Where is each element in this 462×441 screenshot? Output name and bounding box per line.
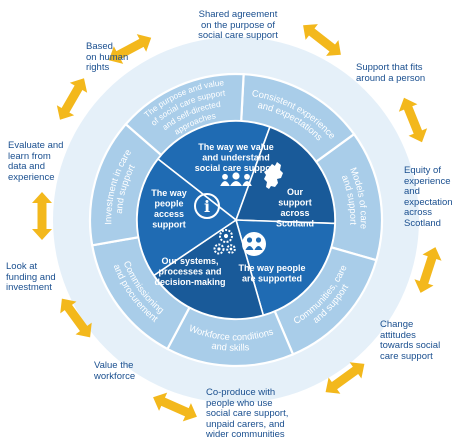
double-arrow-icon — [398, 97, 428, 143]
double-arrow-icon — [153, 392, 197, 422]
outer-label-value-workforce: Value the workforce — [94, 360, 136, 382]
svg-text:and skills: and skills — [211, 340, 250, 353]
outer-label-human-rights: Based on human rights — [86, 41, 129, 73]
people-circle-icon — [242, 232, 266, 256]
outer-label-equity: Equity of experience and expectation acr… — [404, 165, 453, 229]
double-arrow-icon — [325, 362, 365, 394]
info-icon: i — [194, 193, 220, 219]
center-segment-2 — [234, 125, 336, 225]
center-segment-5 — [136, 157, 238, 277]
scotland-map-icon — [264, 162, 283, 189]
outer-label-co-produce: Co-produce with people who use social ca… — [206, 387, 289, 440]
center-segment-4 — [152, 218, 265, 320]
double-arrow-icon — [60, 298, 92, 338]
double-arrow-icon — [32, 192, 52, 240]
outer-label-shared-agreement: Shared agreement on the purpose of socia… — [198, 9, 278, 41]
center-segment-1 — [156, 120, 271, 222]
outer-label-look-at-funding: Look at funding and investment — [6, 261, 56, 293]
svg-text:i: i — [204, 197, 210, 216]
double-arrow-icon — [56, 78, 88, 120]
double-arrow-icon — [414, 247, 442, 293]
gears-icon — [213, 229, 236, 255]
outer-label-support-that-fits: Support that fits around a person — [356, 62, 426, 84]
people-group-icon — [220, 172, 252, 186]
outer-label-evaluate-learn: Evaluate and learn from data and experie… — [8, 140, 64, 183]
outer-label-change-attitudes: Change attitudes towards social care sup… — [380, 319, 441, 362]
double-arrow-icon — [303, 24, 341, 56]
double-arrow-icon — [108, 34, 152, 64]
